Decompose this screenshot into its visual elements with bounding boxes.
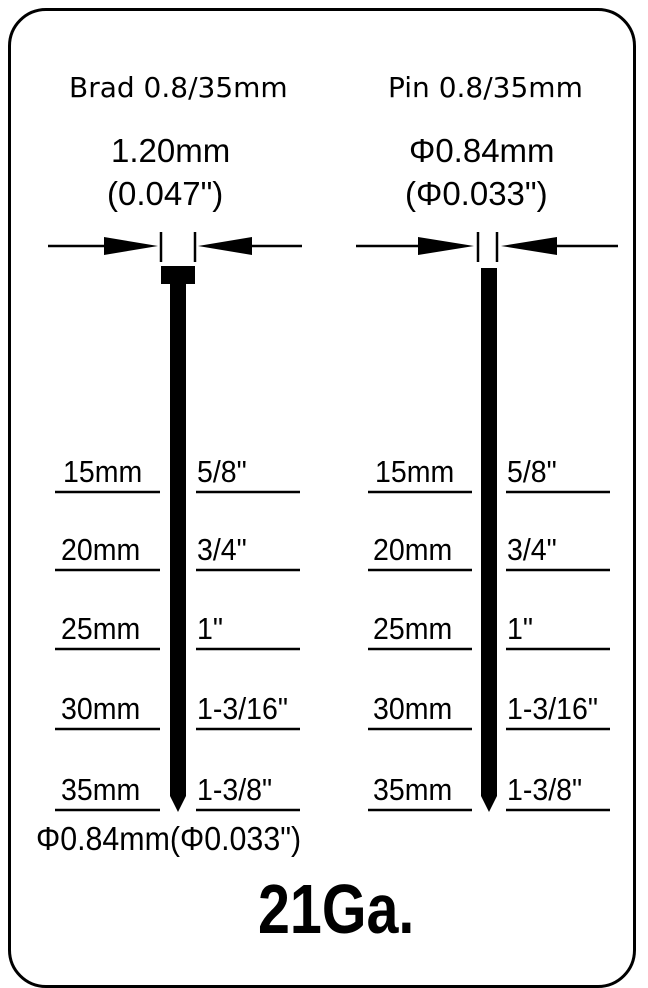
pin-length-mm: 35mm [373,772,453,807]
brad-length-inch: 5/8" [197,454,247,489]
pin-arrow-right-head [501,237,557,255]
pin-arrow-left-head [418,237,474,255]
brad-shank [170,283,186,812]
pin-length-mm: 15mm [375,454,455,489]
pin-length-mm: 25mm [373,611,453,646]
brad-shank-diameter: Φ0.84mm(Φ0.033") [36,820,302,857]
pin-shank [481,268,497,812]
brad-length-mm: 25mm [61,611,141,646]
pin-length-inch: 5/8" [507,454,557,489]
brad-length-inch: 1-3/16" [197,691,288,726]
brad-length-mm: 20mm [61,532,141,567]
pin-length-inch: 1-3/8" [507,772,583,807]
brad-head-width-mm: 1.20mm [111,132,231,169]
brad-title: Brad 0.8/35mm [69,71,288,104]
brad-length-mm: 35mm [61,772,141,807]
brad-length-inch: 1-3/8" [197,772,273,807]
pin-diameter-mm: Φ0.84mm [409,132,555,169]
brad-arrow-right-head [198,237,252,255]
brad-head [161,266,195,284]
brad-length-lines [55,490,300,812]
brad-length-mm: 15mm [63,454,143,489]
pin-length-mm: 30mm [373,691,453,726]
pin-length-lines [368,490,610,812]
brad-length-inch: 3/4" [197,532,247,567]
pin-length-inch: 3/4" [507,532,557,567]
pin-title: Pin 0.8/35mm [388,71,583,104]
brad-head-width-in: (0.047") [107,175,224,212]
pin-length-mm: 20mm [373,532,453,567]
pin-length-inch: 1" [507,611,533,646]
brad-arrow-left-head [104,237,158,255]
brad-length-inch: 1" [197,611,223,646]
brad-length-mm: 30mm [61,691,141,726]
pin-length-inch: 1-3/16" [507,691,598,726]
gauge-label: 21Ga. [258,870,415,948]
pin-diameter-in: (Φ0.033") [405,175,548,212]
